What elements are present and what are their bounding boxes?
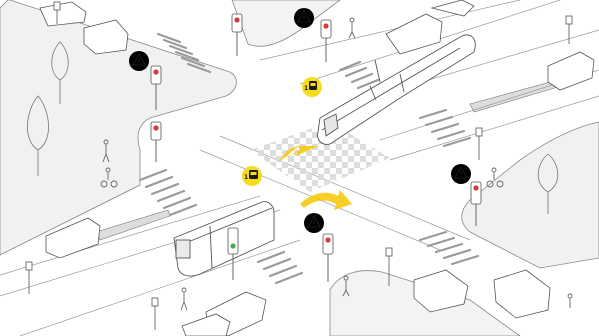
- tram-icon: [309, 81, 317, 90]
- crosswalk-bottom-right: [418, 230, 480, 266]
- pedestrian-top: [348, 17, 356, 39]
- car-bottom-right-2: [493, 269, 551, 319]
- sidewalk-top-left: [0, 0, 237, 256]
- warning-triangle-icon: [454, 165, 468, 179]
- warning-triangle-icon: [297, 9, 311, 23]
- sign-top-left: [53, 1, 61, 24]
- traffic-light-left-upper-lamp: [153, 69, 159, 75]
- traffic-light-right-lamp: [473, 185, 479, 191]
- cyclist-left: [100, 167, 118, 188]
- traffic-light-right: [470, 181, 482, 226]
- tree-right: [537, 153, 559, 214]
- trees: [27, 41, 559, 214]
- warning-badge-bottom: [304, 213, 324, 233]
- sign-bottom-left: [151, 297, 159, 330]
- pedestrian-bottom-2: [342, 275, 350, 297]
- cyclist-right: [486, 167, 504, 188]
- traffic-light-top: [231, 13, 243, 56]
- warning-badge-top: [294, 8, 314, 28]
- pedestrian-bottom-1: [180, 287, 188, 311]
- sign-left: [25, 261, 33, 294]
- tree-left-1: [27, 95, 49, 176]
- traffic-light-top-center-lamp: [323, 23, 329, 29]
- warning-triangle-icon: [307, 214, 321, 228]
- bus: [173, 201, 275, 277]
- car-top-right-2: [430, 0, 475, 17]
- traffic-light-bus: [227, 227, 239, 280]
- motion-arrow-left: [278, 145, 318, 162]
- sidewalk-right: [461, 121, 599, 269]
- pedestrians: [100, 17, 573, 311]
- warning-badge-right: [451, 164, 471, 184]
- traffic-light-left-lower-lamp: [153, 125, 159, 131]
- crosswalk-bottom-left: [256, 250, 304, 285]
- traffic-light-left-upper: [150, 65, 162, 110]
- sidewalk-top: [231, 0, 341, 47]
- priority-zone: [250, 122, 390, 192]
- car-top-left-2: [83, 19, 129, 55]
- traffic-light-bottom-lamp: [325, 237, 331, 243]
- bus-priority-badge-label: 1: [244, 174, 248, 181]
- sign-bottom: [385, 247, 393, 286]
- crosswalk-right: [418, 108, 472, 148]
- car-bottom-right-1: [413, 269, 469, 313]
- warning-triangle-icon: [132, 52, 146, 66]
- car-top-left-1: [39, 1, 87, 27]
- signposts: [25, 1, 573, 330]
- traffic-lights: [150, 13, 482, 282]
- tree-left-2: [51, 41, 69, 104]
- crosswalk-left: [138, 168, 198, 217]
- traffic-light-top-center: [320, 19, 332, 62]
- cars: [39, 0, 595, 336]
- car-bottom-edge: [181, 313, 231, 336]
- motion-arrow-right: [300, 190, 352, 210]
- tram-priority-badge-label: 1: [304, 85, 308, 92]
- bus-priority-badge: 1: [242, 166, 262, 186]
- car-right: [547, 51, 595, 91]
- sign-right: [475, 127, 483, 160]
- traffic-light-left-lower: [150, 121, 162, 162]
- traffic-light-top-lamp: [234, 17, 240, 23]
- sign-top-right: [565, 15, 573, 44]
- car-left: [45, 217, 101, 259]
- traffic-light-bus-lamp: [230, 243, 236, 249]
- pedestrian-bottom-right: [567, 293, 573, 308]
- bus-icon: [249, 170, 258, 179]
- tram: [317, 34, 476, 145]
- crosswalk-top-left: [156, 32, 212, 74]
- tram-priority-badge: 1: [302, 77, 322, 97]
- pedestrian-left-1: [102, 139, 110, 163]
- car-top-right-1: [385, 13, 443, 55]
- traffic-light-bottom: [322, 233, 334, 282]
- warning-badge-left: [129, 51, 149, 71]
